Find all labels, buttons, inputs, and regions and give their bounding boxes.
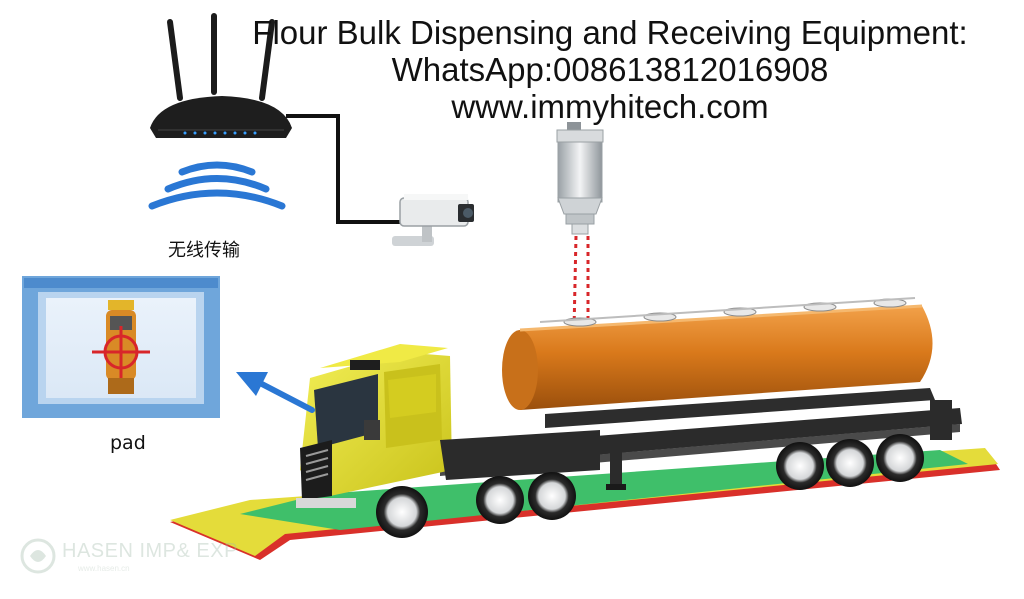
- dispensing-chute-icon: [556, 122, 604, 235]
- truck-wheels: [376, 472, 576, 538]
- title-line-1: Flour Bulk Dispensing and Receiving Equi…: [252, 14, 968, 51]
- tanker-tank: [502, 297, 935, 428]
- company-logo-icon: [20, 538, 56, 574]
- title-line-2: WhatsApp:008613812016908: [391, 51, 829, 88]
- router-icon: [150, 13, 292, 138]
- watermark-company: HASEN IMP& EXP: [62, 540, 238, 562]
- wireless-wave-icon: [148, 161, 286, 210]
- laser-beam: [572, 235, 590, 331]
- truck-cab: [296, 344, 600, 508]
- data-arrow: [236, 372, 315, 413]
- pad-device-icon: [22, 276, 220, 418]
- wireless-label: 无线传输: [168, 240, 240, 261]
- network-cable: [286, 114, 404, 224]
- title-block: Flour Bulk Dispensing and Receiving Equi…: [200, 14, 1020, 125]
- trailer-wheels: [776, 400, 952, 490]
- watermark: HASEN IMP& EXP www.hasen.cn: [18, 536, 258, 576]
- title-line-3: www.immyhitech.com: [451, 88, 769, 125]
- camera-icon: [392, 194, 474, 246]
- watermark-sub: www.hasen.cn: [78, 564, 130, 573]
- pad-label: pad: [110, 432, 146, 454]
